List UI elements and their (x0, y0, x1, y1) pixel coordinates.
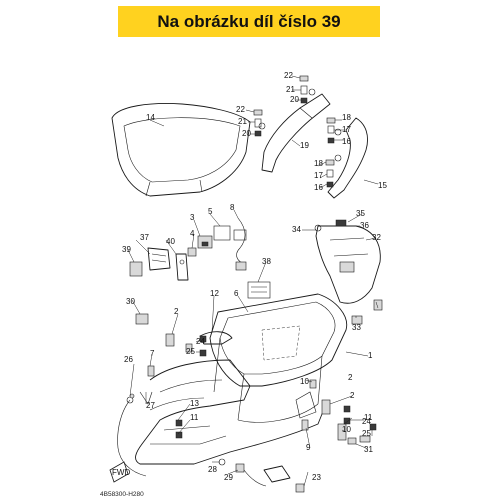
callout-24: 24 (196, 337, 205, 346)
fwd-label: FWD (112, 468, 130, 477)
callout-37: 37 (140, 233, 149, 242)
callout-17: 17 (314, 171, 323, 180)
callout-14: 14 (146, 113, 155, 122)
callout-22: 22 (284, 71, 293, 80)
callout-11: 11 (364, 413, 373, 422)
diagram-code: 4B58300-H280 (100, 491, 144, 498)
part-grab-rail-right (327, 117, 368, 199)
part-lower-frame (135, 359, 327, 465)
callout-30: 30 (126, 297, 135, 306)
callout-23: 23 (312, 473, 321, 482)
callout-1: 1 (368, 351, 373, 360)
callout-11: 11 (190, 413, 199, 422)
part-bracket-left (129, 247, 189, 281)
callout-labels: 1 2 2 2 3 4 5 6 7 8 9 10 10 11 11 12 13 … (122, 71, 387, 482)
callout-2: 2 (350, 391, 355, 400)
callout-34: 34 (292, 225, 301, 234)
callout-2: 2 (348, 373, 353, 382)
header-banner: Na obrázku díl číslo 39 (118, 6, 380, 37)
small-fasteners (147, 333, 357, 445)
callout-21: 21 (238, 117, 247, 126)
callout-16: 16 (314, 183, 323, 192)
part-seat-lock (218, 458, 305, 493)
callout-31: 31 (364, 445, 373, 454)
callout-19: 19 (300, 141, 309, 150)
callout-10: 10 (300, 377, 309, 386)
callout-21: 21 (286, 85, 295, 94)
callout-2: 2 (174, 307, 179, 316)
callout-4: 4 (190, 229, 195, 238)
callout-24: 24 (362, 417, 371, 426)
parts-diagram: FWD 1 2 2 2 3 4 5 6 7 8 9 10 10 11 11 12… (100, 71, 387, 498)
callout-22: 22 (236, 105, 245, 114)
callout-18: 18 (314, 159, 323, 168)
callout-28: 28 (208, 465, 217, 474)
part-label-38 (247, 281, 271, 299)
callout-40: 40 (166, 237, 175, 246)
callout-20: 20 (242, 129, 251, 138)
callout-35: 35 (356, 209, 365, 218)
callout-5: 5 (208, 207, 213, 216)
page-title: Na obrázku díl číslo 39 (157, 11, 341, 31)
callout-36: 36 (360, 221, 369, 230)
part-grab-rail-left (258, 88, 331, 173)
callout-25: 25 (186, 347, 195, 356)
part-clip-30 (135, 313, 149, 325)
callout-33: 33 (352, 323, 361, 332)
callout-6: 6 (234, 289, 239, 298)
callout-15: 15 (378, 181, 387, 190)
callout-17: 17 (342, 125, 351, 134)
callout-20: 20 (290, 95, 299, 104)
callout-32: 32 (372, 233, 381, 242)
callout-27: 27 (146, 401, 155, 410)
callout-26: 26 (124, 355, 133, 364)
callout-25: 25 (362, 429, 371, 438)
part-storage-box (209, 293, 348, 423)
part-right-fasteners (359, 423, 377, 443)
part-cover-12 (199, 331, 233, 345)
callout-10: 10 (342, 425, 351, 434)
rail-fasteners (253, 75, 336, 188)
callout-16: 16 (342, 137, 351, 146)
callout-8: 8 (230, 203, 235, 212)
callout-12: 12 (210, 289, 219, 298)
callout-9: 9 (306, 443, 311, 452)
part-cable-26 (117, 391, 153, 477)
part-front-panel (111, 103, 251, 197)
callout-18: 18 (342, 113, 351, 122)
callout-29: 29 (224, 473, 233, 482)
callout-13: 13 (190, 399, 199, 408)
leader-lines (127, 75, 379, 487)
part-relays-connectors (187, 217, 247, 271)
fwd-indicator: FWD (109, 461, 130, 483)
part-rear-tray (314, 219, 383, 325)
callout-39: 39 (122, 245, 131, 254)
callout-38: 38 (262, 257, 271, 266)
callout-7: 7 (150, 349, 155, 358)
callout-3: 3 (190, 213, 195, 222)
